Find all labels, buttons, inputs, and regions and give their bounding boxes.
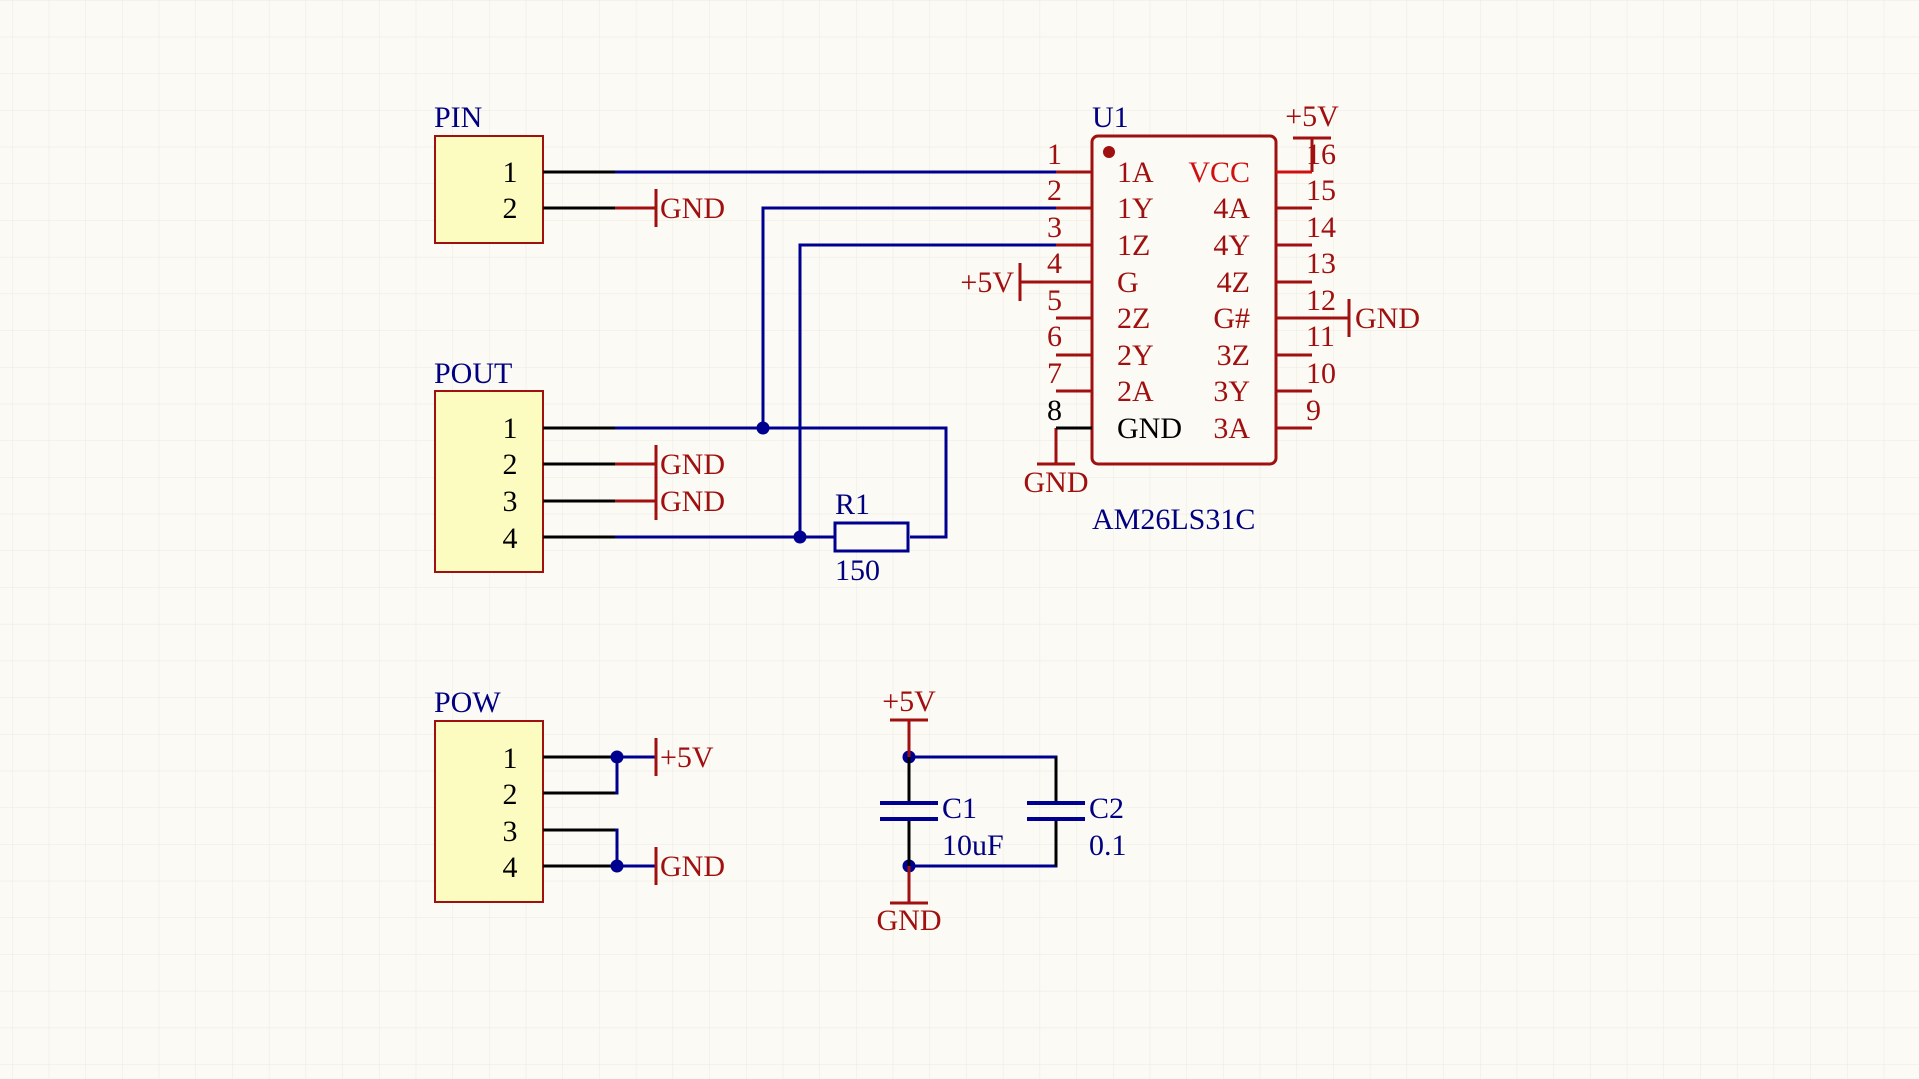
capacitor-designator: C1 xyxy=(942,792,977,825)
wire[interactable] xyxy=(761,206,1056,428)
connector-designator: POUT xyxy=(434,357,512,390)
pin-name: 2A xyxy=(1117,375,1154,408)
wire[interactable] xyxy=(615,828,619,866)
vcc-label: +5V xyxy=(882,685,936,718)
capacitor-c2[interactable]: C2 0.1 xyxy=(1027,757,1127,866)
gnd-label: GND xyxy=(877,904,942,937)
pin-number: 1 xyxy=(503,412,518,445)
connector-pow[interactable]: POW 1 2 3 4 xyxy=(434,686,615,903)
connector-pin[interactable]: PIN 1 2 xyxy=(434,101,615,244)
pin-number: 15 xyxy=(1306,174,1336,207)
gnd-label: GND xyxy=(660,192,725,225)
gnd-label: GND xyxy=(660,850,725,883)
capacitor-c1[interactable]: C1 10uF xyxy=(880,757,1004,866)
pin-name: 2Y xyxy=(1117,339,1154,372)
ic-part-number: AM26LS31C xyxy=(1092,503,1255,536)
pin-name: 3A xyxy=(1213,412,1250,445)
resistor-r1[interactable]: R1 150 xyxy=(833,488,910,587)
pin-name: 3Z xyxy=(1217,339,1250,372)
pin-number: 9 xyxy=(1306,394,1321,427)
junction-dot xyxy=(793,530,807,544)
pin-number: 4 xyxy=(503,522,518,555)
capacitor-designator: C2 xyxy=(1089,792,1124,825)
resistor-body xyxy=(833,521,910,553)
connector-pout[interactable]: POUT 1 2 3 4 xyxy=(434,357,615,573)
vcc-label: +5V xyxy=(1285,100,1339,133)
pin-number: 1 xyxy=(1047,138,1062,171)
pin1-marker xyxy=(1103,146,1115,158)
gnd-label: GND xyxy=(1355,302,1420,335)
wire[interactable] xyxy=(798,243,1056,537)
junction-dot xyxy=(756,421,770,435)
pin-name: 3Y xyxy=(1213,375,1250,408)
pin-number: 2 xyxy=(1047,174,1062,207)
connector-body xyxy=(434,390,544,573)
connector-designator: POW xyxy=(434,686,501,719)
vcc-label: +5V xyxy=(660,741,714,774)
ic-body xyxy=(1090,134,1278,466)
vcc-label: +5V xyxy=(960,266,1014,299)
capacitor-value: 0.1 xyxy=(1089,829,1127,862)
ic-u1[interactable]: U1 AM26LS31C 1 2 3 4 5 6 7 8 1A 1Y 1Z G … xyxy=(1047,101,1336,536)
pin-number: 4 xyxy=(503,851,518,884)
pin-number: 16 xyxy=(1306,138,1336,171)
wire[interactable] xyxy=(615,757,619,795)
connector-designator: PIN xyxy=(434,101,482,134)
pin-number: 5 xyxy=(1047,284,1062,317)
pin-name: 2Z xyxy=(1117,302,1150,335)
power-symbol-lines xyxy=(615,136,1351,905)
pin-number: 3 xyxy=(503,815,518,848)
pin-number: 2 xyxy=(503,192,518,225)
pin-number: 6 xyxy=(1047,320,1062,353)
junction-dot xyxy=(610,750,624,764)
connector-body xyxy=(434,135,544,244)
pin-number: 3 xyxy=(503,485,518,518)
pin-number: 10 xyxy=(1306,357,1336,390)
pin-number: 1 xyxy=(503,742,518,775)
gnd-label: GND xyxy=(1024,466,1089,499)
pin-number: 11 xyxy=(1306,320,1335,353)
pin-name: 1Z xyxy=(1117,229,1150,262)
pin-name: 4A xyxy=(1213,192,1250,225)
capacitor-value: 10uF xyxy=(942,829,1004,862)
pin-name: G# xyxy=(1213,302,1250,335)
pin-number: 1 xyxy=(503,156,518,189)
pin-number: 7 xyxy=(1047,357,1062,390)
resistor-designator: R1 xyxy=(835,488,870,521)
pin-name: GND xyxy=(1117,412,1182,445)
junction-dot xyxy=(610,859,624,873)
pin-number: 4 xyxy=(1047,247,1062,280)
pin-number: 14 xyxy=(1306,211,1336,244)
pin-number: 3 xyxy=(1047,211,1062,244)
resistor-value: 150 xyxy=(835,554,880,587)
ic-right-pin-stubs xyxy=(1276,206,1312,430)
pin-number: 2 xyxy=(503,778,518,811)
connector-body xyxy=(434,720,544,903)
pin-number: 8 xyxy=(1047,394,1062,427)
wire[interactable] xyxy=(615,426,948,539)
pin-number: 2 xyxy=(503,448,518,481)
ic-left-pin-stubs xyxy=(1056,170,1092,393)
pin-name: 4Y xyxy=(1213,229,1250,262)
gnd-label: GND xyxy=(660,448,725,481)
pin-name: 4Z xyxy=(1217,266,1250,299)
pin-number: 12 xyxy=(1306,284,1336,317)
pin-name: G xyxy=(1117,266,1139,299)
pin-number: 13 xyxy=(1306,247,1336,280)
pin-name: VCC xyxy=(1188,156,1250,189)
pin-name: 1Y xyxy=(1117,192,1154,225)
gnd-label: GND xyxy=(660,485,725,518)
ic-designator: U1 xyxy=(1092,101,1129,134)
pin-name: 1A xyxy=(1117,156,1154,189)
